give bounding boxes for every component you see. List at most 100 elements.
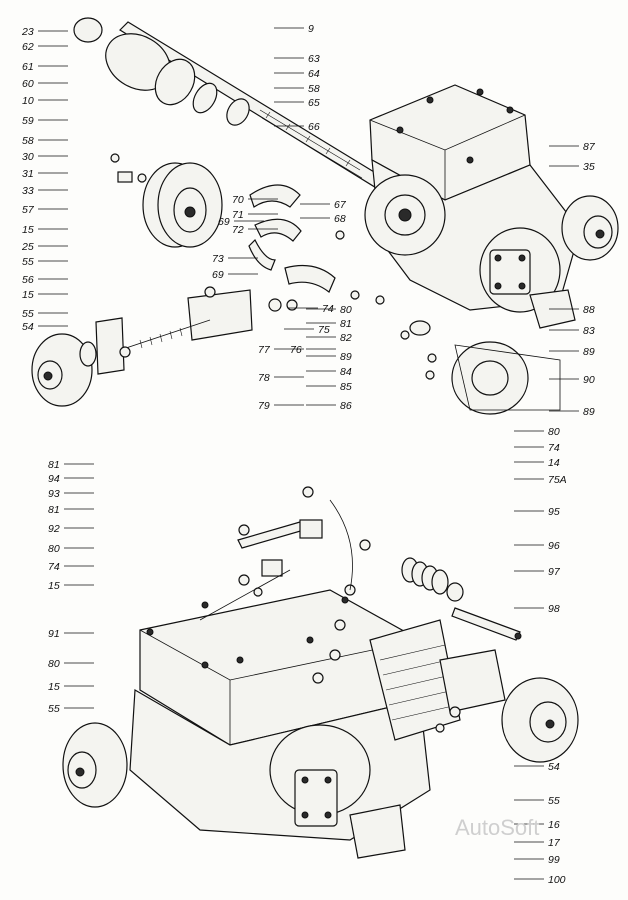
part-label: 68 — [334, 213, 346, 225]
part-label: 15 — [22, 289, 34, 301]
part-label: 74 — [548, 442, 560, 454]
part-label: 76 — [290, 344, 302, 356]
part-label: 58 — [22, 135, 34, 147]
bottom-pump — [269, 724, 406, 859]
part-label: 71 — [232, 209, 244, 221]
part-label: 55 — [548, 795, 560, 807]
part-label: 15 — [48, 681, 60, 693]
leader-lines — [38, 27, 579, 880]
part-label: 74 — [48, 561, 60, 573]
part-label: 89 — [340, 351, 352, 363]
part-label: 25 — [21, 241, 34, 253]
brake-shoes — [248, 184, 336, 293]
part-label: 10 — [22, 95, 34, 107]
pulley-57 — [142, 162, 223, 248]
part-label: 63 — [308, 53, 320, 65]
part-label: 14 — [548, 457, 560, 469]
spring-96 — [401, 557, 464, 602]
part-label: 86 — [340, 400, 352, 412]
part-number-labels: 2362616010595830313357152555561555549636… — [21, 23, 596, 886]
pump-body — [479, 227, 576, 329]
bearing-flange — [73, 17, 250, 126]
part-label: 99 — [548, 854, 560, 866]
part-label: 23 — [21, 26, 34, 38]
part-label: 80 — [340, 304, 352, 316]
part-label: 31 — [22, 168, 34, 180]
part-label: 55 — [22, 256, 34, 268]
part-label: 56 — [22, 274, 34, 286]
part-label: 81 — [340, 318, 352, 330]
flange-90 — [451, 341, 561, 415]
part-label: 61 — [22, 61, 34, 73]
rod-98 — [451, 607, 522, 641]
part-label: 79 — [258, 400, 270, 412]
part-label: 80 — [48, 543, 60, 555]
bottom-left-pulley — [62, 722, 128, 808]
gasket-100 — [439, 649, 506, 713]
part-label: 96 — [548, 540, 560, 552]
part-label: 84 — [340, 366, 352, 378]
part-label: 72 — [232, 224, 244, 236]
part-label: 89 — [583, 346, 595, 358]
part-label: 78 — [258, 372, 270, 384]
part-label: 59 — [22, 115, 34, 127]
part-label: 92 — [48, 523, 60, 535]
main-housing — [129, 589, 431, 841]
part-label: 70 — [232, 194, 244, 206]
part-label: 82 — [340, 332, 352, 344]
part-label: 15 — [48, 580, 60, 592]
part-label: 62 — [22, 41, 34, 53]
part-label: 87 — [583, 141, 596, 153]
left-pulley-54 — [31, 333, 97, 407]
part-label: 15 — [22, 224, 34, 236]
part-label: 77 — [258, 344, 271, 356]
part-label: 9 — [308, 23, 314, 35]
part-label: 91 — [48, 628, 60, 640]
bottom-assembly — [62, 486, 579, 859]
part-label: 85 — [340, 381, 352, 393]
small-fasteners — [110, 153, 437, 380]
tensioner-assembly — [95, 286, 298, 375]
part-label: 64 — [308, 68, 320, 80]
part-label: 69 — [212, 269, 224, 281]
cover-plate-99 — [369, 619, 461, 741]
bottom-right-pulley-54 — [501, 677, 579, 763]
part-label: 80 — [548, 426, 560, 438]
part-label: 83 — [583, 325, 595, 337]
part-label: 35 — [583, 161, 595, 173]
part-label: 94 — [48, 473, 60, 485]
part-label: 16 — [548, 819, 560, 831]
part-label: 54 — [22, 321, 34, 333]
part-label: 74 — [322, 303, 334, 315]
part-label: 55 — [22, 308, 34, 320]
part-label: 67 — [334, 199, 347, 211]
watermark: AutoSoft — [455, 815, 539, 840]
part-label: 69 — [218, 216, 230, 228]
part-label: 60 — [22, 78, 34, 90]
part-label: 54 — [548, 761, 560, 773]
part-label: 81 — [48, 459, 60, 471]
top-assembly — [31, 17, 619, 415]
part-label: 88 — [583, 304, 595, 316]
right-pulley — [561, 195, 619, 261]
part-label: 75 — [318, 324, 330, 336]
part-label: 80 — [48, 658, 60, 670]
part-label: 33 — [22, 185, 34, 197]
part-label: 93 — [48, 488, 60, 500]
part-label: 55 — [48, 703, 60, 715]
part-label: 58 — [308, 83, 320, 95]
part-label: 75А — [548, 474, 567, 486]
part-label: 89 — [583, 406, 595, 418]
part-label: 65 — [308, 97, 320, 109]
drive-gear — [364, 174, 446, 256]
part-label: 81 — [48, 504, 60, 516]
part-label: 66 — [308, 121, 320, 133]
part-label: 90 — [583, 374, 595, 386]
part-label: 17 — [548, 837, 561, 849]
part-label: 30 — [22, 151, 34, 163]
part-label: 57 — [22, 204, 35, 216]
part-label: 95 — [548, 506, 560, 518]
part-label: 98 — [548, 603, 560, 615]
